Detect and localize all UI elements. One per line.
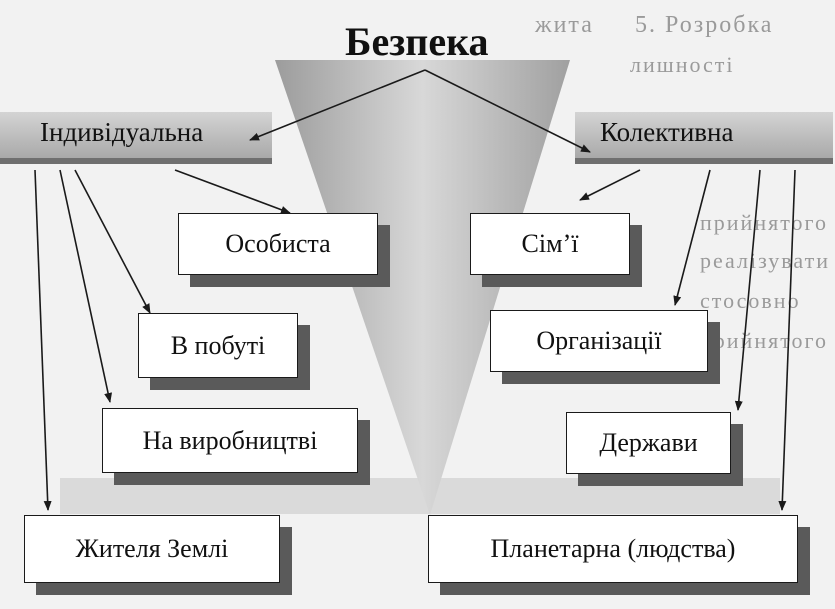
background-text-2: лишності [630, 52, 735, 77]
arrow-to-production [59, 169, 113, 403]
individual-label: Індивідуальна [40, 117, 204, 147]
arrow-to-household [74, 169, 151, 314]
box-planetary: Планетарна (людства) [428, 515, 798, 583]
arrow-to-state [734, 169, 761, 411]
box-family: Сім’ї [470, 213, 630, 275]
diagram-title: Безпека [345, 19, 489, 64]
arrow-title-to-collective [424, 69, 591, 153]
box-personal: Особиста [178, 213, 378, 275]
collective-label: Колективна [600, 117, 734, 147]
box-household: В побуті [138, 313, 298, 378]
box-state: Держави [566, 412, 731, 474]
arrow-to-family [579, 169, 641, 201]
individual-bar [0, 112, 272, 158]
background-text-3: прийнятого [700, 210, 829, 235]
box-production: На виробництві [102, 408, 358, 473]
box-organization: Організації [490, 310, 708, 372]
background-text-1: 5. Розробка [635, 12, 774, 38]
background-text-1b: жита [535, 12, 594, 38]
background-text-6: прийнятого [700, 328, 829, 353]
arrow-title-to-individual [249, 69, 426, 141]
background-text-4: реалізувати [700, 248, 830, 273]
box-earth-resident: Жителя Землі [24, 515, 280, 583]
arrow-to-earth [34, 169, 52, 511]
collective-bar [575, 112, 833, 158]
arrow-to-organization [673, 169, 711, 306]
arrow-to-planetary [778, 169, 796, 511]
arrow-to-personal [174, 169, 291, 214]
